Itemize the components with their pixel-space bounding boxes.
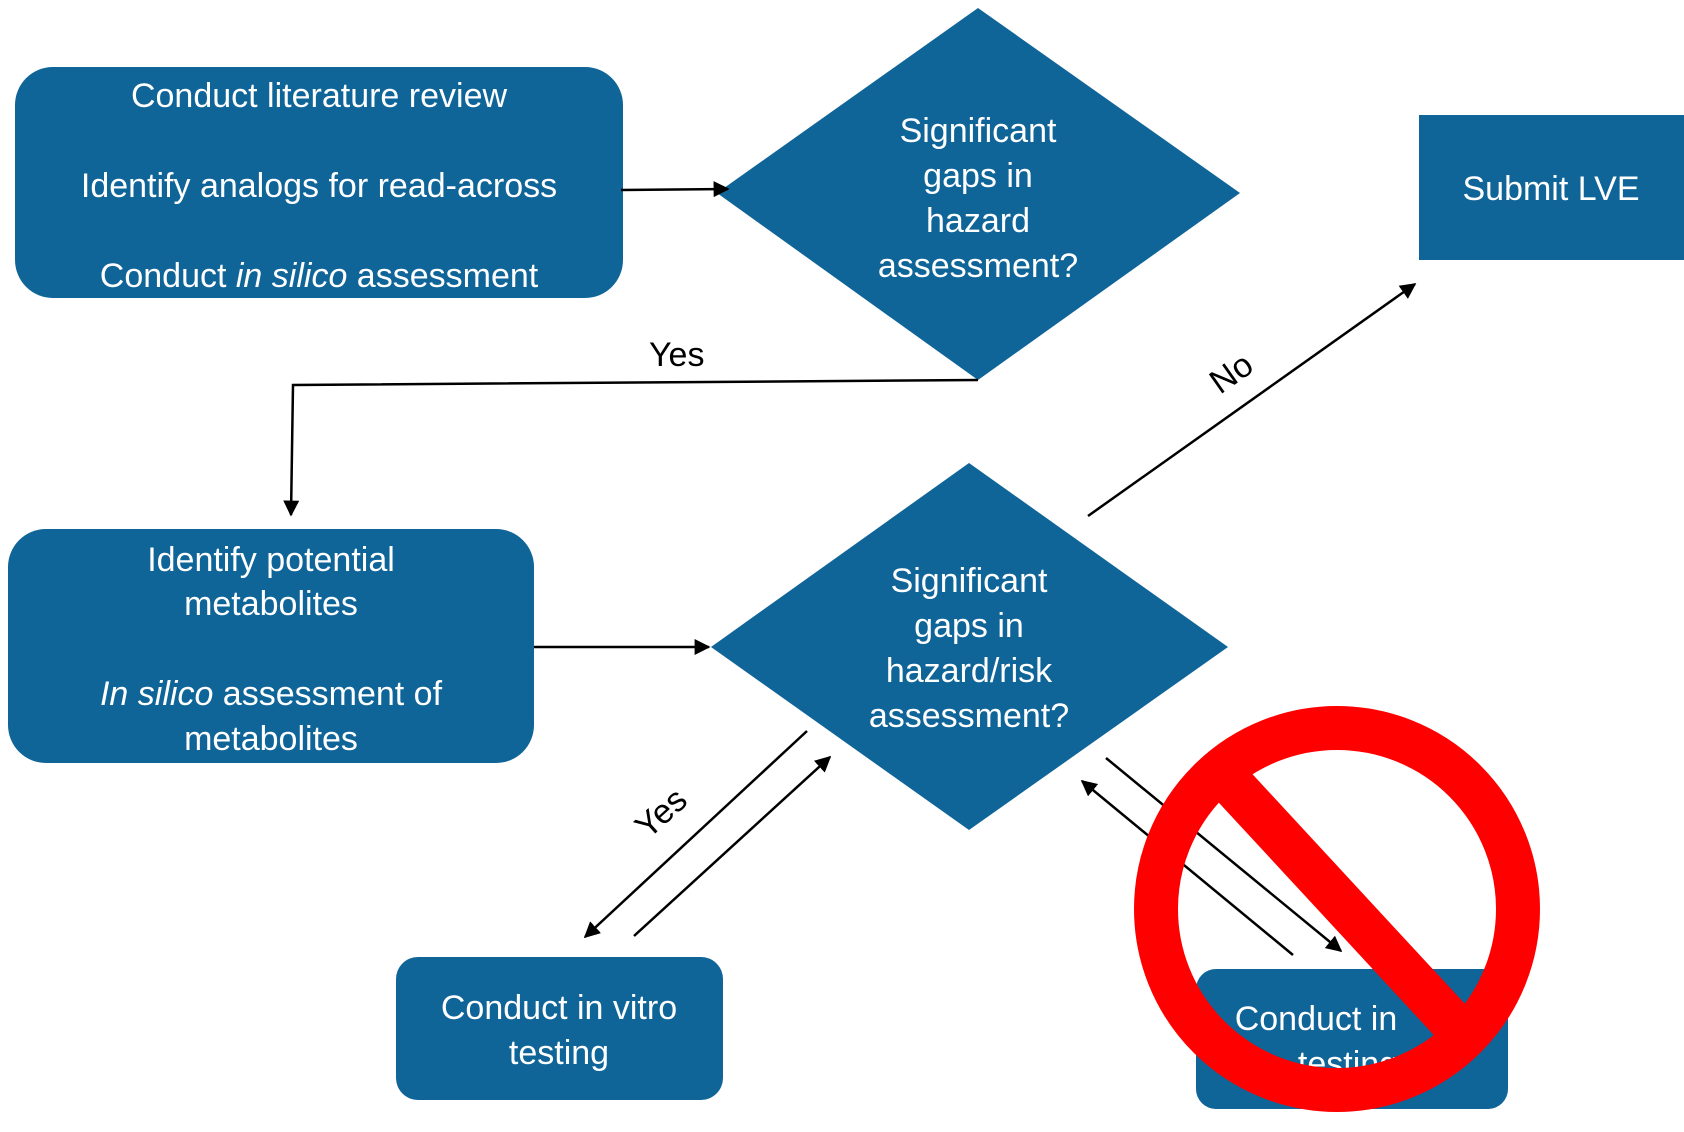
decision-hazard-diamond — [717, 8, 1240, 380]
edge-label-no: No — [1203, 345, 1260, 401]
node-literature-review: Conduct literature review Identify analo… — [15, 67, 623, 298]
decision-hazard-line3: hazard — [926, 202, 1030, 240]
node-submit-lve: Submit LVE — [1419, 115, 1684, 260]
node-metabolites: Identify potential metabolites In silico… — [8, 529, 534, 763]
metabolites-line3-post: assessment of — [213, 675, 442, 713]
in-vitro-box — [396, 957, 723, 1100]
prohibition-ring — [1134, 706, 1540, 1112]
edge-decision1-yes-to-metabolites — [283, 378, 979, 517]
literature-review-line3-pre: Conduct — [100, 257, 236, 295]
decision-hazard-line2: gaps in — [923, 157, 1033, 195]
metabolites-line2: metabolites — [184, 585, 358, 623]
prohibition-slash — [1209, 763, 1477, 1046]
literature-review-line3-post: assessment — [347, 257, 538, 295]
edge-decision2-to-invivo — [1105, 757, 1343, 953]
literature-review-line1: Conduct literature review — [131, 77, 508, 115]
metabolites-line3: In silico assessment of — [100, 675, 443, 713]
literature-review-line2: Identify analogs for read-across — [81, 167, 557, 205]
edge-invivo-to-decision2 — [1080, 779, 1294, 956]
decision-hazard-risk-diamond — [711, 463, 1228, 830]
edge-decision2-no-to-submit — [1087, 282, 1417, 518]
edge-literature-to-decision1 — [620, 181, 730, 198]
in-vitro-line2: testing — [509, 1034, 609, 1072]
decision-hazard-risk-line4: assessment? — [869, 697, 1069, 735]
metabolites-box — [8, 529, 534, 763]
metabolites-line3-em: In silico — [100, 675, 213, 713]
edge-label-yes-2: Yes — [628, 781, 695, 846]
literature-review-line3-em: in silico — [236, 257, 347, 295]
decision-hazard-risk-line2: gaps in — [914, 607, 1024, 645]
submit-lve-box — [1419, 115, 1684, 260]
decision-hazard-line4: assessment? — [878, 247, 1078, 285]
metabolites-line1: Identify potential — [147, 541, 395, 579]
decision-hazard-risk-line3: hazard/risk — [886, 652, 1053, 690]
decision-hazard-line1: Significant — [900, 112, 1057, 150]
edge-label-yes-1: Yes — [649, 336, 704, 374]
node-decision-hazard: Significant gaps in hazard assessment? — [717, 8, 1240, 380]
node-in-vitro: Conduct in vitro testing — [396, 957, 723, 1100]
node-decision-hazard-risk: Significant gaps in hazard/risk assessme… — [711, 463, 1228, 830]
in-vitro-line1: Conduct in vitro — [441, 989, 677, 1027]
edge-invitro-to-decision2 — [633, 755, 832, 937]
submit-lve-label: Submit LVE — [1462, 170, 1639, 208]
edge-decision2-yes-to-invitro — [583, 730, 808, 939]
metabolites-line4: metabolites — [184, 720, 358, 758]
literature-review-box — [15, 67, 623, 298]
decision-hazard-risk-line1: Significant — [891, 562, 1048, 600]
literature-review-line3: Conduct in silico assessment — [100, 257, 539, 295]
prohibition-icon — [1134, 706, 1540, 1112]
in-vivo-line1: Conduct in — [1235, 1000, 1398, 1038]
